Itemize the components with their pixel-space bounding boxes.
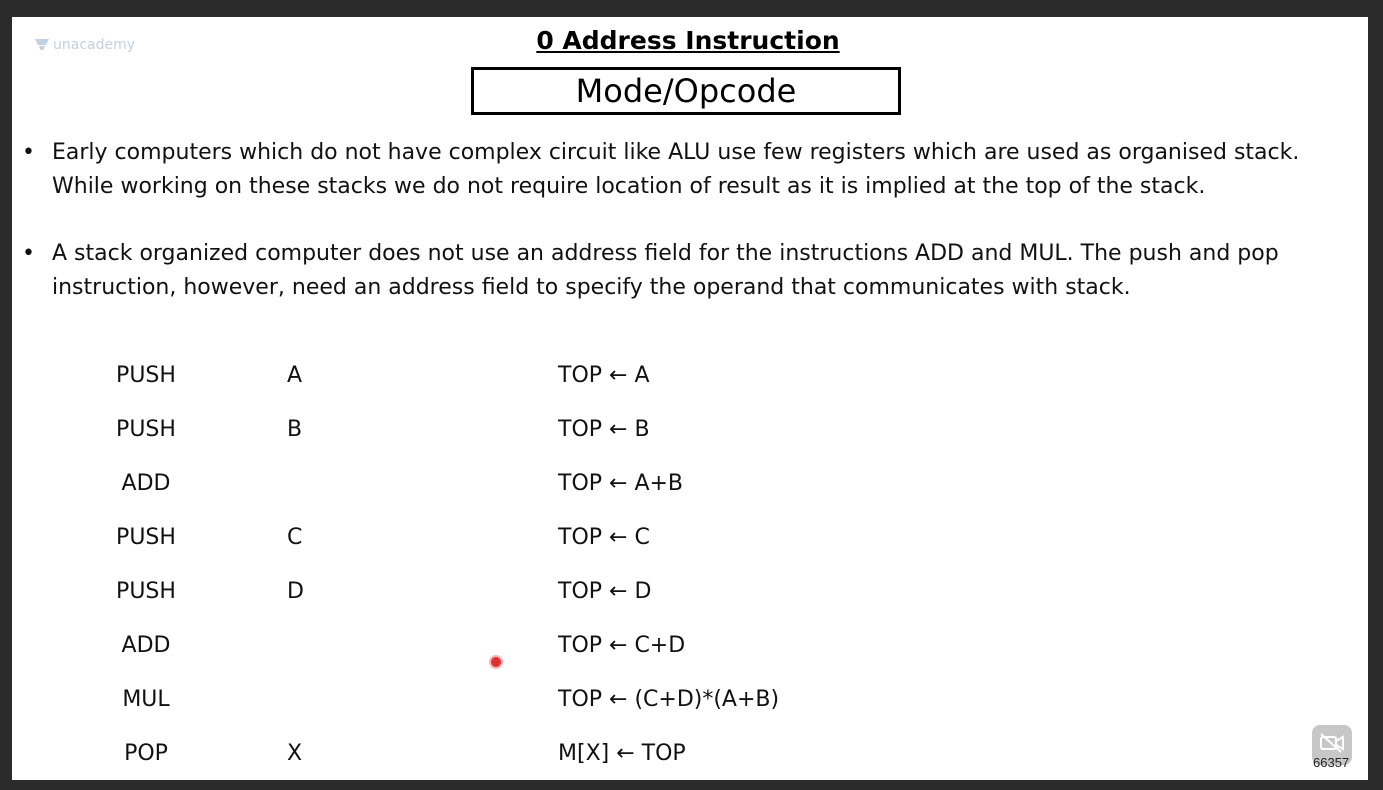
logo-icon — [34, 38, 50, 52]
instruction-effect: TOP ← C — [558, 525, 650, 550]
instruction-effect: M[X] ← TOP — [558, 741, 686, 766]
instruction-effect: TOP ← A — [558, 363, 650, 388]
mode-opcode-box: Mode/Opcode — [471, 67, 901, 115]
video-off-button[interactable] — [1312, 725, 1352, 765]
unacademy-logo: unacademy — [34, 37, 135, 53]
bullet-marker: • — [22, 140, 35, 165]
bullet-line: While working on these stacks we do not … — [52, 174, 1206, 199]
bullet-line: A stack organized computer does not use … — [52, 241, 1279, 266]
instruction-operand: C — [287, 525, 303, 550]
instruction-opcode: MUL — [122, 687, 170, 712]
slide: unacademy 0 Address Instruction Mode/Opc… — [12, 17, 1368, 780]
bullet-line: instruction, however, need an address fi… — [52, 275, 1131, 300]
instruction-operand: B — [287, 417, 303, 442]
instruction-opcode: ADD — [121, 633, 171, 658]
slide-title: 0 Address Instruction — [536, 26, 840, 55]
instruction-row: ADD TOP ← A+B — [12, 471, 1364, 511]
instruction-effect: TOP ← A+B — [558, 471, 684, 496]
instruction-operand: X — [287, 741, 303, 766]
logo-text: unacademy — [53, 37, 136, 53]
instruction-row: ADD TOP ← C+D — [12, 633, 1364, 673]
instruction-opcode: PUSH — [116, 363, 176, 388]
bullet-text: A stack organized computer does not use … — [52, 237, 1352, 305]
instruction-operand: A — [287, 363, 303, 388]
bullet-marker: • — [22, 241, 35, 266]
instruction-opcode: PUSH — [116, 417, 176, 442]
instruction-effect: TOP ← B — [558, 417, 650, 442]
bullet-point: • Early computers which do not have comp… — [22, 136, 1352, 204]
instruction-row: MUL TOP ← (C+D)*(A+B) — [12, 687, 1364, 727]
instruction-row: PUSH A TOP ← A — [12, 363, 1364, 403]
instruction-opcode: PUSH — [116, 525, 176, 550]
viewer-counter: 66357 — [1313, 755, 1350, 770]
instruction-effect: TOP ← D — [558, 579, 652, 604]
instruction-opcode: PUSH — [116, 579, 176, 604]
bullet-point: • A stack organized computer does not us… — [22, 237, 1352, 305]
video-off-icon — [1319, 733, 1345, 757]
laser-pointer-dot — [491, 657, 501, 667]
instruction-opcode: POP — [124, 741, 168, 766]
instruction-opcode: ADD — [121, 471, 171, 496]
mode-opcode-label: Mode/Opcode — [575, 72, 797, 110]
instruction-row: PUSH C TOP ← C — [12, 525, 1364, 565]
instruction-effect: TOP ← (C+D)*(A+B) — [558, 687, 780, 712]
instruction-effect: TOP ← C+D — [558, 633, 686, 658]
bullet-line: Early computers which do not have comple… — [52, 140, 1300, 165]
instruction-operand: D — [287, 579, 304, 604]
instruction-row: PUSH D TOP ← D — [12, 579, 1364, 619]
bullet-text: Early computers which do not have comple… — [52, 136, 1352, 204]
instruction-row: PUSH B TOP ← B — [12, 417, 1364, 457]
instruction-row: POP X M[X] ← TOP — [12, 741, 1364, 780]
